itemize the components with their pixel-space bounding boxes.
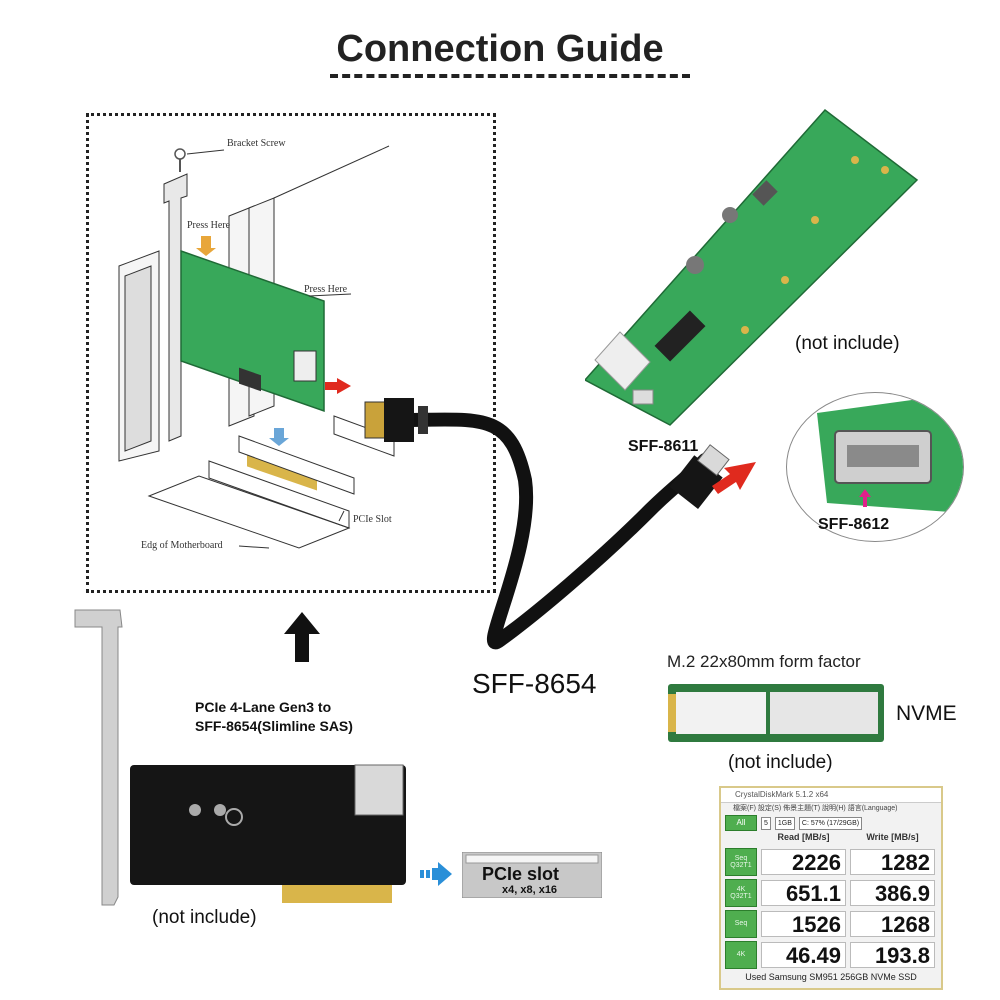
read-value: 2226 <box>761 848 846 875</box>
sff-8612-label: SFF-8612 <box>818 516 890 533</box>
pcie-card-title: PCIe 4-Lane Gen3 to SFF-8654(Slimline SA… <box>195 698 353 736</box>
write-value: 193.8 <box>850 941 935 968</box>
runs-select[interactable]: 5 <box>761 816 771 830</box>
benchmark-row: Seq Q32T1 2226 1282 <box>721 846 941 877</box>
label-bracket-screw: Bracket Screw <box>227 138 286 149</box>
sff-8612-connector-drawing <box>817 393 963 513</box>
label-press-here-2: Press Here <box>304 284 348 295</box>
read-value: 46.49 <box>761 941 846 968</box>
blue-arrow-icon <box>420 862 452 886</box>
row-label-button[interactable]: 4K <box>725 940 757 969</box>
benchmark-row: 4K Q32T1 651.1 386.9 <box>721 877 941 908</box>
read-value: 1526 <box>761 910 846 937</box>
pcie-slot-sub: x4, x8, x16 <box>502 884 558 896</box>
red-arrow-icon <box>712 462 756 494</box>
up-arrow-icon <box>284 612 320 662</box>
installation-drawing <box>118 145 395 549</box>
write-value: 1268 <box>850 910 935 937</box>
write-value: 1282 <box>850 848 935 875</box>
pcie-slot-title: PCIe slot <box>482 864 560 884</box>
m2-ssd <box>668 684 884 742</box>
row-label-button[interactable]: Seq Q32T1 <box>725 847 757 876</box>
label-pcie-slot: PCIe Slot <box>353 514 392 525</box>
benchmark-title: CrystalDiskMark 5.1.2 x64 <box>721 788 941 803</box>
pcie-card-title-line2: SFF-8654(Slimline SAS) <box>195 718 353 734</box>
benchmark-controls: All 5 1GB C: 57% (17/29GB) <box>721 814 941 832</box>
sff-8654-cable <box>364 398 730 650</box>
pcie-slot-shape <box>462 852 602 898</box>
write-header: Write [MB/s] <box>866 832 919 842</box>
page-title: Connection Guide <box>336 28 664 70</box>
row-label-button[interactable]: Seq <box>725 909 757 938</box>
benchmark-window: CrystalDiskMark 5.1.2 x64 檔案(F) 設定(S) 佈景… <box>719 786 943 990</box>
pcie-adapter-card <box>74 609 406 906</box>
size-select[interactable]: 1GB <box>774 816 795 830</box>
ssd-form-factor: M.2 22x80mm form factor <box>667 652 861 671</box>
benchmark-menu[interactable]: 檔案(F) 設定(S) 佈景主題(T) 說明(H) 語言(Language) <box>733 805 898 812</box>
pcie-slot-graphic: PCIe slot x4, x8, x16 <box>462 852 602 898</box>
adapter-not-include: (not include) <box>795 333 900 354</box>
label-edge-motherboard: Edg of Motherboard <box>141 540 223 551</box>
ssd-type: NVME <box>896 702 957 725</box>
sff-8611-label: SFF-8611 <box>628 438 699 455</box>
benchmark-rows: Seq Q32T1 2226 1282 4K Q32T1 651.1 386.9… <box>721 846 941 970</box>
benchmark-footer: Used Samsung SM951 256GB NVMe SSD <box>745 972 917 982</box>
installation-diagram: Bracket Screw Press Here Press Here PCIe… <box>86 113 496 593</box>
row-label-button[interactable]: 4K Q32T1 <box>725 878 757 907</box>
cable-label: SFF-8654 <box>472 668 597 699</box>
benchmark-row: 4K 46.49 193.8 <box>721 939 941 970</box>
pcie-card-title-line1: PCIe 4-Lane Gen3 to <box>195 699 332 715</box>
all-button[interactable]: All <box>725 815 757 831</box>
benchmark-header: Read [MB/s] Write [MB/s] <box>721 832 941 846</box>
read-value: 651.1 <box>761 879 846 906</box>
pcie-card-not-include: (not include) <box>152 907 257 928</box>
sff-8612-zoom <box>786 392 964 542</box>
drive-select[interactable]: C: 57% (17/29GB) <box>798 816 863 830</box>
benchmark-row: Seq 1526 1268 <box>721 908 941 939</box>
write-value: 386.9 <box>850 879 935 906</box>
ssd-not-include: (not include) <box>728 752 833 773</box>
label-press-here-1: Press Here <box>187 220 231 231</box>
title-underline <box>330 74 690 78</box>
read-header: Read [MB/s] <box>777 832 830 842</box>
sff-8611-adapter-board <box>585 108 919 426</box>
